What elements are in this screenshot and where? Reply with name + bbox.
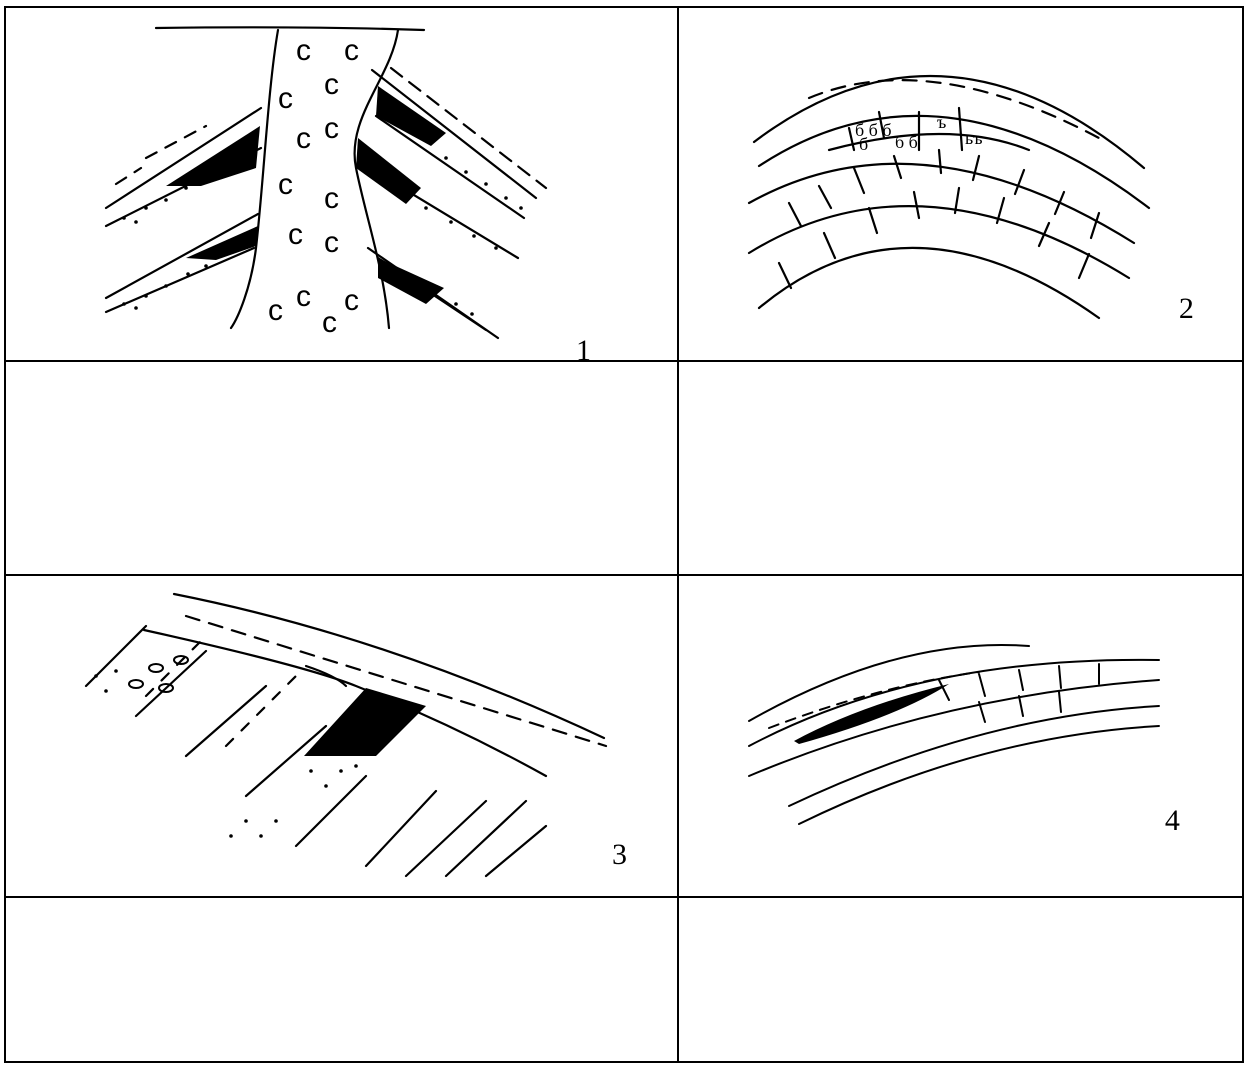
svg-text:c: c bbox=[324, 182, 339, 215]
blank-cell-text bbox=[6, 898, 677, 1061]
svg-text:c: c bbox=[324, 112, 339, 145]
blank-cell-right bbox=[678, 361, 1243, 575]
svg-text:б: б bbox=[859, 134, 868, 154]
svg-text:c: c bbox=[296, 34, 311, 67]
svg-text:c: c bbox=[344, 34, 359, 67]
figure-cell-3: 3 bbox=[5, 575, 678, 897]
blank-cell-text bbox=[679, 362, 1242, 574]
svg-text:c: c bbox=[324, 68, 339, 101]
lens-trap-icon bbox=[679, 576, 1243, 898]
svg-text:c: c bbox=[324, 226, 339, 259]
unconformity-trap-icon bbox=[6, 576, 678, 898]
svg-text:ъ: ъ bbox=[937, 112, 946, 132]
figure-number-3: 3 bbox=[612, 840, 627, 870]
svg-text:c: c bbox=[278, 82, 293, 115]
svg-text:c: c bbox=[268, 294, 283, 327]
figure-number-4: 4 bbox=[1165, 806, 1180, 836]
svg-text:c: c bbox=[278, 168, 293, 201]
svg-text:c: c bbox=[344, 284, 359, 317]
figure-number-2: 2 bbox=[1179, 294, 1194, 324]
blank-cell-right-bottom bbox=[678, 897, 1243, 1062]
svg-text:ьъ: ьъ bbox=[965, 128, 983, 148]
svg-text:б б: б б bbox=[895, 132, 918, 152]
svg-text:c: c bbox=[322, 306, 337, 339]
svg-text:c: c bbox=[288, 218, 303, 251]
blank-cell-left bbox=[5, 361, 678, 575]
blank-cell-left-bottom bbox=[5, 897, 678, 1062]
svg-text:c: c bbox=[296, 122, 311, 155]
blank-cell-text bbox=[6, 362, 677, 574]
svg-text:c: c bbox=[296, 280, 311, 313]
figure-cell-4: 4 bbox=[678, 575, 1243, 897]
blank-cell-text bbox=[679, 898, 1242, 1061]
